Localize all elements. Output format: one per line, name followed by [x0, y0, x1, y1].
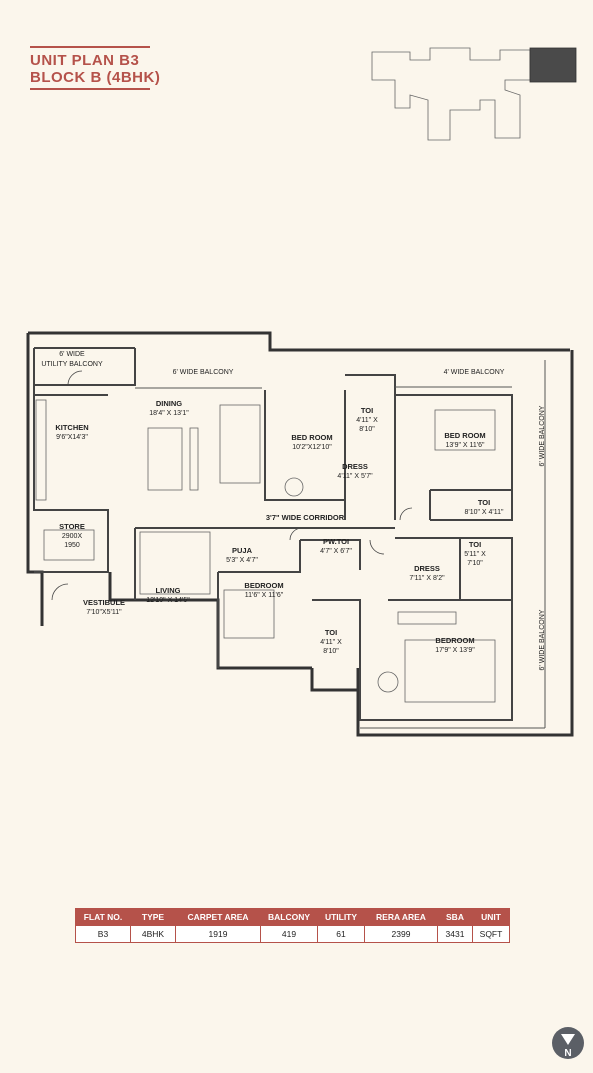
store-name: STORE: [59, 522, 85, 531]
header-type: TYPE: [130, 908, 176, 926]
block-title: BLOCK B (4BHK): [30, 69, 161, 86]
toi4-size-2: 8'10": [323, 648, 339, 655]
balcony-top-right-label: 4' WIDE BALCONY: [444, 369, 505, 376]
outer-walls: [26, 331, 574, 737]
balcony-right-lower-label: 6' WIDE BALCONY: [539, 609, 546, 670]
bedroom1-name: BED ROOM: [291, 433, 332, 442]
dining-size: 18'4" X 13'1": [149, 410, 189, 417]
header-utility: UTILITY: [317, 908, 365, 926]
dress2-name: DRESS: [414, 564, 440, 573]
north-label: N: [564, 1048, 571, 1059]
puja-size: 5'3" X 4'7": [226, 557, 258, 564]
living-size: 12'10" X 14'5": [146, 597, 190, 604]
interior-walls: [33, 347, 513, 721]
balcony-top-left-label: 6' WIDE BALCONY: [173, 369, 234, 376]
toi3-name: TOI: [469, 540, 481, 549]
toi1-size-1: 4'11" X: [356, 417, 378, 424]
balcony-railings: [135, 360, 546, 729]
toi1-size-2: 8'10": [359, 426, 375, 433]
toi3-size-1: 5'11" X: [464, 551, 486, 558]
spec-table: FLAT NO. TYPE CARPET AREA BALCONY UTILIT…: [75, 908, 510, 943]
key-plan-diagram: [371, 47, 577, 141]
pw-toi-size: 4'7" X 6'7": [320, 548, 352, 555]
cell-unit: SQFT: [472, 925, 510, 943]
north-arrow-icon: N: [552, 1027, 584, 1059]
bedroom3-size: 11'6" X 11'6": [245, 592, 284, 599]
toi2-size: 8'10" X 4'11": [464, 509, 504, 516]
living-name: LIVING: [155, 586, 180, 595]
header-rera-area: RERA AREA: [364, 908, 438, 926]
header-flat-no: FLAT NO.: [75, 908, 131, 926]
puja-name: PUJA: [232, 546, 253, 555]
pw-toi-name: PW.TOI: [323, 537, 349, 546]
toi1-name: TOI: [361, 406, 373, 415]
spec-table-header-row: FLAT NO. TYPE CARPET AREA BALCONY UTILIT…: [75, 908, 510, 926]
dining-name: DINING: [156, 399, 182, 408]
title-rule-bottom: [30, 88, 150, 90]
header-balcony: BALCONY: [260, 908, 318, 926]
furniture: [35, 399, 496, 703]
doors: [51, 370, 413, 601]
store-size-2: 1950: [64, 542, 80, 549]
vestibule-size: 7'10"X5'11": [86, 609, 122, 616]
plan-title: UNIT PLAN B3: [30, 52, 140, 69]
north-arrow-glyph: N: [561, 1034, 575, 1059]
cell-utility: 61: [317, 925, 365, 943]
kitchen-size: 9'6"X14'3": [56, 434, 88, 441]
toi3-size-2: 7'10": [467, 560, 483, 567]
title-rule-top: [30, 46, 150, 48]
vestibule-name: VESTIBULE: [83, 598, 125, 607]
cell-balcony: 419: [260, 925, 318, 943]
balcony-right-upper-label: 6' WIDE BALCONY: [539, 405, 546, 466]
cell-flat-no: B3: [75, 925, 131, 943]
bedroom4-size: 17'9" X 13'9": [435, 647, 475, 654]
bedroom3-name: BEDROOM: [244, 581, 283, 590]
toi4-size-1: 4'11" X: [320, 639, 342, 646]
bedroom2-size: 13'9" X 11'6": [445, 442, 485, 449]
cell-rera-area: 2399: [364, 925, 438, 943]
header-sba: SBA: [437, 908, 473, 926]
corridor-label: 3'7" WIDE CORRIDOR: [266, 513, 345, 522]
dress1-size: 4'11" X 5'7": [337, 473, 373, 480]
toi2-name: TOI: [478, 498, 490, 507]
bedroom1-size: 10'2"X12'10": [292, 444, 332, 451]
header-carpet-area: CARPET AREA: [175, 908, 261, 926]
utility-balcony-label-2: UTILITY BALCONY: [41, 361, 103, 368]
toi4-name: TOI: [325, 628, 337, 637]
cell-sba: 3431: [437, 925, 473, 943]
table-row: B3 4BHK 1919 419 61 2399 3431 SQFT: [75, 925, 510, 943]
dress1-name: DRESS: [342, 462, 368, 471]
cell-carpet-area: 1919: [175, 925, 261, 943]
cell-type: 4BHK: [130, 925, 176, 943]
dress2-size: 7'11" X 8'2": [409, 575, 445, 582]
header-unit: UNIT: [472, 908, 510, 926]
bedroom4-name: BEDROOM: [435, 636, 474, 645]
bedroom2-name: BED ROOM: [444, 431, 485, 440]
kitchen-name: KITCHEN: [55, 423, 88, 432]
store-size-1: 2900X: [62, 533, 83, 540]
utility-balcony-label-1: 6' WIDE: [59, 351, 85, 358]
